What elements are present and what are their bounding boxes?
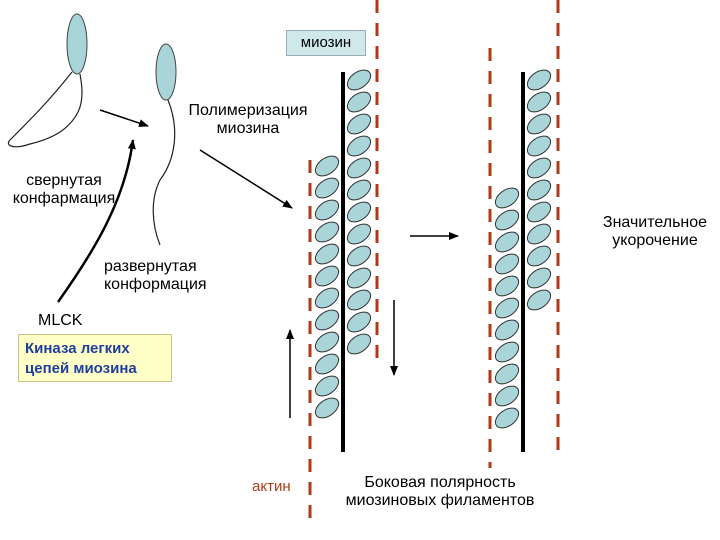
extended-line-2: конформация xyxy=(104,276,207,293)
myosin-head xyxy=(346,289,372,311)
myosin-head xyxy=(346,69,372,91)
polymerization-line-2: миозина xyxy=(216,120,280,137)
myosin-head xyxy=(494,385,520,407)
myosin-head xyxy=(155,43,177,101)
myosin-head xyxy=(314,177,340,199)
kinase-line-2: цепей миозина xyxy=(25,360,137,377)
myosin-head xyxy=(314,155,340,177)
extended-conformation-label: развернутая конформация xyxy=(104,258,207,294)
shortening-line-1: Значительное xyxy=(602,214,708,231)
myosin-head xyxy=(314,199,340,221)
polarity-label: Боковая полярность миозиновых филаментов xyxy=(330,474,550,510)
myosin-head xyxy=(526,91,552,113)
polarity-line-1: Боковая полярность xyxy=(364,474,516,491)
coiled-line-2: конфармация xyxy=(12,190,116,207)
myosin-head xyxy=(346,245,372,267)
myosin-head xyxy=(346,223,372,245)
myosin-head xyxy=(314,221,340,243)
myosin-head xyxy=(346,157,372,179)
myosin-head xyxy=(494,275,520,297)
arrow-mlck xyxy=(56,139,136,303)
extended-tail xyxy=(152,99,176,246)
myosin-head xyxy=(526,179,552,201)
coiled-tail xyxy=(7,71,83,148)
myosin-head xyxy=(314,353,340,375)
myosin-head xyxy=(494,297,520,319)
myosin-head xyxy=(346,201,372,223)
myosin-head xyxy=(494,341,520,363)
myosin-head xyxy=(494,363,520,385)
myosin-head xyxy=(494,231,520,253)
myosin-head xyxy=(346,333,372,355)
myosin-head xyxy=(346,267,372,289)
myosin-head xyxy=(526,245,552,267)
myosin-heads-filament-1 xyxy=(314,69,372,419)
myosin-head xyxy=(314,331,340,353)
myosin-head xyxy=(526,69,552,91)
myosin-head xyxy=(346,311,372,333)
polymerization-line-1: Полимеризация xyxy=(188,102,308,119)
kinase-line-1: Киназа легких xyxy=(25,340,130,357)
myosin-head xyxy=(526,223,552,245)
polymerization-label: Полимеризация миозина xyxy=(178,102,318,138)
myosin-head xyxy=(526,113,552,135)
shortening-line-2: укорочение xyxy=(612,232,698,249)
myosin-heads-filament-2 xyxy=(494,69,552,429)
kinase-label-box: Киназа легких цепей миозина xyxy=(18,334,172,382)
myosin-head xyxy=(526,135,552,157)
extended-line-1: развернутая xyxy=(104,258,197,275)
myosin-head xyxy=(526,157,552,179)
myosin-head xyxy=(494,319,520,341)
myosin-head xyxy=(314,375,340,397)
myosin-head xyxy=(314,265,340,287)
myosin-head xyxy=(346,91,372,113)
myosin-head xyxy=(314,309,340,331)
actin-label: актин xyxy=(252,478,291,495)
polarity-line-2: миозиновых филаментов xyxy=(345,492,535,509)
myosin-head xyxy=(494,187,520,209)
myosin-head xyxy=(526,267,552,289)
myosin-head xyxy=(526,289,552,311)
myosin-head xyxy=(346,135,372,157)
myosin-head xyxy=(526,201,552,223)
myosin-head xyxy=(494,253,520,275)
myosin-head xyxy=(494,407,520,429)
myosin-label: миозин xyxy=(286,30,366,56)
arrow-coiled-to-extended xyxy=(99,109,149,127)
mlck-label: MLCK xyxy=(38,312,83,329)
myosin-head xyxy=(346,113,372,135)
myosin-head xyxy=(346,179,372,201)
myosin-head xyxy=(314,243,340,265)
myosin-head xyxy=(314,287,340,309)
myosin-head xyxy=(494,209,520,231)
extended-myosin xyxy=(152,43,177,246)
coiled-myosin xyxy=(7,13,88,148)
myosin-head xyxy=(314,397,340,419)
arrow-to-filament xyxy=(199,149,293,209)
myosin-head xyxy=(66,13,88,75)
shortening-label: Значительное укорочение xyxy=(592,214,718,250)
coiled-conformation-label: свернутая конфармация xyxy=(2,172,126,208)
coiled-line-1: свернутая xyxy=(26,172,102,189)
